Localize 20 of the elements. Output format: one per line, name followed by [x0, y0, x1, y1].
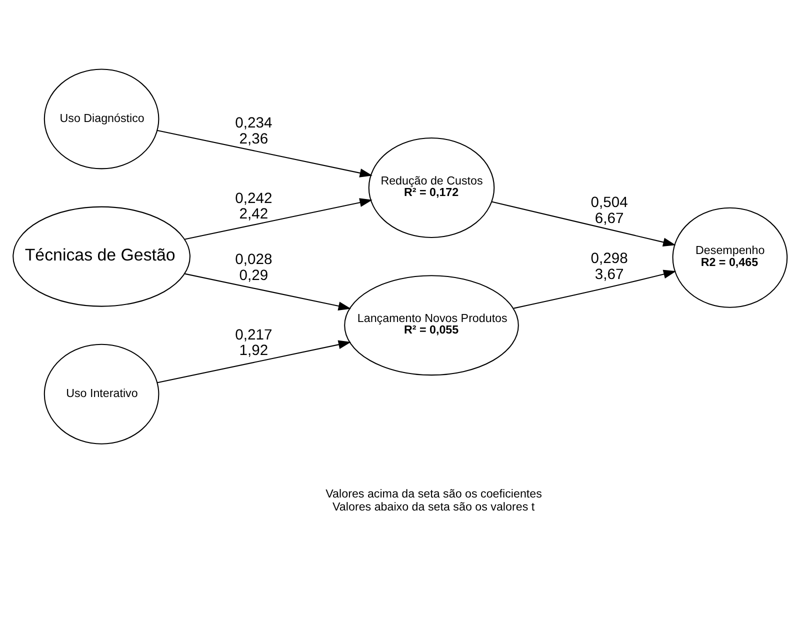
- node-ellipse: Técnicas de Gestão: [12, 206, 190, 306]
- edge-label: 0,242 2,42: [235, 190, 272, 222]
- arrow: [514, 269, 676, 308]
- arrow: [184, 198, 372, 240]
- edge-label: 0,028 0,29: [235, 252, 272, 284]
- node-ellipse: Desempenho R2 = 0,465: [672, 206, 788, 308]
- edge-label: 0,217 1,92: [235, 326, 272, 359]
- node-ellipse: Uso Interativo: [44, 343, 160, 444]
- label: Valores abaixo da seta são os valores t: [332, 500, 535, 513]
- node-ellipse: Redução de Custos R² = 0,172: [368, 137, 495, 238]
- edge-label: 0,504 6,67: [590, 194, 628, 226]
- arrow: [157, 340, 352, 383]
- label: Valores acima da seta são os coeficientes: [326, 487, 542, 500]
- arrow: [184, 272, 352, 310]
- node-ellipse: Uso Diagnóstico: [44, 68, 160, 169]
- edge-label: 0,298 3,67: [590, 250, 628, 282]
- edge-label: 0,234 2,36: [235, 115, 272, 148]
- node-ellipse: Lançamento Novos Produtos R² = 0,055: [344, 274, 519, 376]
- arrow: [492, 200, 676, 246]
- arrow: [157, 129, 373, 177]
